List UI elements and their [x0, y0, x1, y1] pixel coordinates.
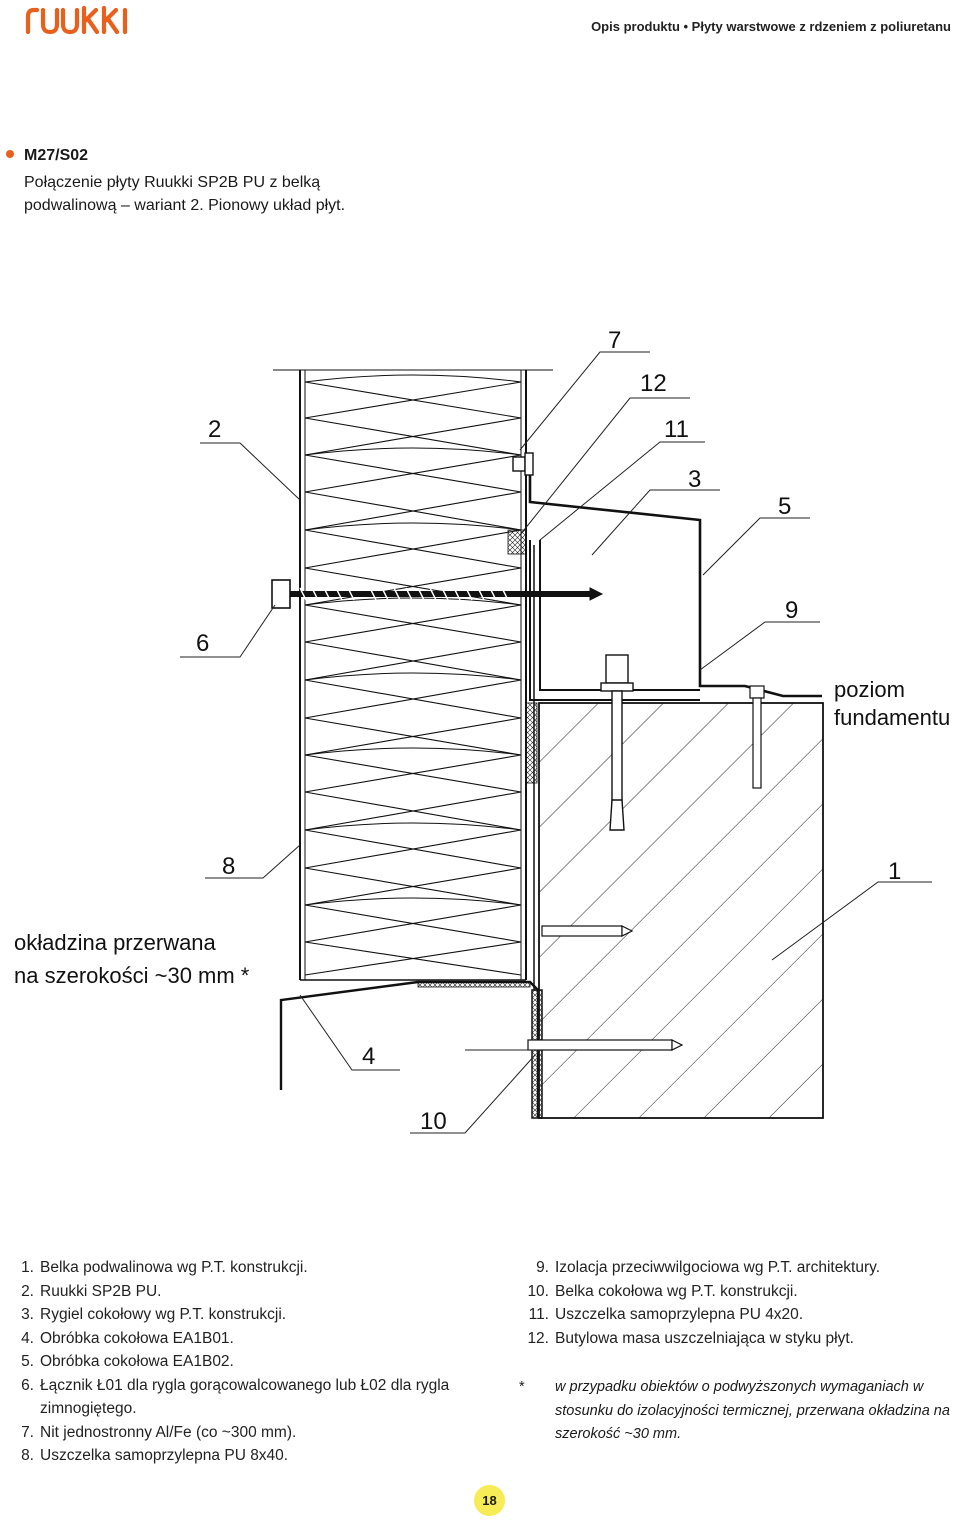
- callout-11: 11: [664, 416, 689, 443]
- legend-item: 9.Izolacja przeciwwilgociowa wg P.T. arc…: [536, 1259, 881, 1276]
- legend-item: 2.Ruukki SP2B PU.: [21, 1282, 162, 1300]
- header-title: Opis produktu • Płyty warstwowe z rdzeni…: [591, 19, 951, 34]
- foundation-beam: [538, 702, 824, 1119]
- page-number-badge: 18: [474, 1485, 505, 1516]
- callout-10: 10: [420, 1108, 447, 1135]
- section-code: M27/S02: [24, 147, 89, 164]
- fastener-screw: [271, 579, 604, 609]
- section-description: Połączenie płyty Ruukki SP2B PU z belką …: [24, 171, 444, 217]
- section-line-1: Połączenie płyty Ruukki SP2B PU z belką: [24, 174, 321, 191]
- foundation-label-1: poziom: [834, 677, 905, 702]
- cladding-label-1: okładzina przerwana: [14, 930, 217, 955]
- callout-5: 5: [778, 493, 791, 520]
- plinth-beam: [531, 989, 543, 1119]
- small-anchor: [749, 685, 765, 789]
- foundation-label-2: fundamentu: [834, 705, 950, 730]
- cladding-label-2: na szerokości ~30 mm *: [14, 963, 250, 988]
- callout-8: 8: [222, 853, 235, 880]
- anchor-bolt: [600, 654, 634, 831]
- rivet: [512, 452, 534, 476]
- callout-1: 1: [888, 858, 901, 885]
- section-bullet: [6, 150, 14, 158]
- seal-8: [525, 702, 538, 784]
- legend-left: 1.Belka podwalinowa wg P.T. konstrukcji.…: [10, 1256, 480, 1468]
- callout-4: 4: [362, 1043, 375, 1070]
- callout-9: 9: [785, 597, 798, 624]
- callout-12: 12: [640, 370, 667, 397]
- legend-item: 8.Uszczelka samoprzylepna PU 8x40.: [21, 1447, 289, 1464]
- callout-2: 2: [208, 416, 221, 443]
- seal-12: [507, 529, 527, 555]
- legend-item: 7.Nit jednostronny Al/Fe (co ~300 mm).: [21, 1423, 297, 1441]
- callout-3: 3: [688, 466, 701, 493]
- footnote: * w przypadku obiektów o podwyższonych w…: [519, 1376, 955, 1447]
- legend-item: 10.Belka cokołowa wg P.T. konstrukcji.: [527, 1282, 798, 1300]
- footnote-mark: *: [519, 1379, 525, 1395]
- callout-7: 7: [608, 327, 621, 354]
- legend-item: 4.Obróbka cokołowa EA1B01.: [21, 1329, 234, 1347]
- legend-item: 3.Rygiel cokołowy wg P.T. konstrukcji.: [21, 1306, 287, 1323]
- legend-right: 9.Izolacja przeciwwilgociowa wg P.T. arc…: [506, 1256, 956, 1350]
- legend-item: 5.Obróbka cokołowa EA1B02.: [21, 1353, 234, 1370]
- legend-item: 12.Butylowa masa uszczelniająca w styku …: [527, 1329, 854, 1347]
- legend-item: 1.Belka podwalinowa wg P.T. konstrukcji.: [21, 1259, 308, 1276]
- flashing-5: [528, 455, 822, 698]
- callout-6: 6: [196, 630, 209, 657]
- sandwich-panel: [273, 369, 553, 981]
- legend-item: 6.Łącznik Ł01 dla rygla gorącowalcowaneg…: [21, 1376, 450, 1418]
- legend-item: 11.Uszczelka samoprzylepna PU 4x20.: [528, 1306, 804, 1323]
- wall-plugs: [527, 925, 684, 1051]
- technical-drawing: 7 12 2 11 3 5 6 9 8 1 4 10 poziom fundam…: [14, 327, 950, 1135]
- ruukki-logo: [25, 5, 128, 35]
- leader-lines: [180, 351, 932, 1134]
- footnote-text: w przypadku obiektów o podwyższonych wym…: [555, 1379, 950, 1442]
- section-line-2: podwalinową – wariant 2. Pionowy układ p…: [24, 197, 346, 214]
